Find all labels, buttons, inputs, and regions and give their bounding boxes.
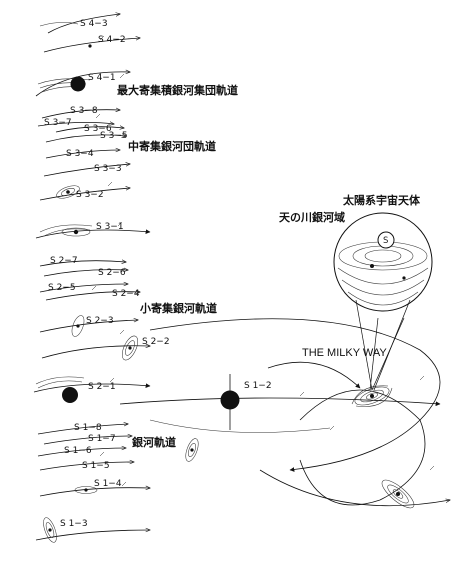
label-s3-7: S 3−7 xyxy=(44,118,72,128)
annotation-milky-way: THE MILKY WAY xyxy=(302,347,387,359)
milky-way-pointer xyxy=(267,317,405,391)
galaxy-orbit-path xyxy=(259,389,450,507)
orbit-s1-7: S 1−7 xyxy=(43,434,132,445)
label-s2-3: S 2−3 xyxy=(86,316,114,326)
small-cluster-orbit-path xyxy=(149,318,441,472)
orbit-s1-8: S 1−8 xyxy=(37,423,128,435)
label-s4-2: S 4−2 xyxy=(98,35,126,45)
label-s1-3: S 1−3 xyxy=(60,519,88,529)
orbit-s2-7: S 2−7 xyxy=(39,256,126,267)
annotation-largest-supercluster-orbit: 最大寄集積銀河集団軌道 xyxy=(117,83,238,97)
orbit-s2-3: S 2−3 xyxy=(39,315,138,337)
orbit-s4-1: S 4−1 xyxy=(35,72,130,97)
label-s3-1: S 3−1 xyxy=(96,222,124,232)
orbit-s2-1: S 2−1 xyxy=(33,376,151,403)
orbit-s2-5: S 2−5 xyxy=(39,283,128,293)
orbit-s3-7: S 3−7 xyxy=(37,118,114,128)
label-s3-3: S 3−3 xyxy=(94,164,122,174)
orbit-s2-4: S 2−4 xyxy=(45,289,140,301)
label-s2-7: S 2−7 xyxy=(50,256,78,266)
orbit-s2-6: S 2−6 xyxy=(43,268,128,278)
orbit-s3-3: S 3−3 xyxy=(43,164,130,177)
label-s4-3: S 4−3 xyxy=(80,19,108,29)
orbit-s4-2: S 4−2 xyxy=(43,35,140,53)
distant-galaxy xyxy=(381,479,415,509)
orbit-s3-5: S 3−5 xyxy=(45,131,128,143)
annotation-medium-cluster-orbit: 中寄集銀河団軌道 xyxy=(128,139,216,153)
small-galaxy xyxy=(185,438,199,462)
label-s2-5: S 2−5 xyxy=(48,283,76,293)
label-s2-6: S 2−6 xyxy=(98,268,126,278)
annotation-milky-way-region: 天の川銀河域 xyxy=(279,210,345,224)
orbit-s3-8: S 3−8 xyxy=(41,106,120,119)
label-s3-4: S 3−4 xyxy=(66,149,94,159)
cluster-core-s2-1 xyxy=(62,387,78,403)
orbit-s1-2: S 1−2 xyxy=(119,374,441,433)
label-s1-4: S 1−4 xyxy=(94,479,122,489)
orbit-s2-2: S 2−2 xyxy=(41,335,170,361)
label-s2-1: S 2−1 xyxy=(88,382,116,392)
s1-2-core xyxy=(220,390,240,410)
orbit-s1-4: S 1−4 xyxy=(39,479,150,497)
annotation-solar-system-body: 太陽系宇宙天体 xyxy=(342,193,421,207)
orbit-s1-6: S 1−6 xyxy=(37,446,126,457)
label-sun-s: S xyxy=(383,236,388,246)
orbit-s3-2: S 3−2 xyxy=(39,185,130,201)
label-s3-2: S 3−2 xyxy=(76,190,104,200)
label-s3-6: S 3−6 xyxy=(84,124,112,134)
milky-way-spiral xyxy=(351,385,393,407)
solar-system-connector xyxy=(355,299,411,391)
supercluster-core-s4-1 xyxy=(70,76,86,92)
label-s1-5: S 1−5 xyxy=(82,461,110,471)
orbit-s3-1: S 3−1 xyxy=(35,222,151,239)
label-s1-8: S 1−8 xyxy=(74,423,102,433)
label-s4-1: S 4−1 xyxy=(88,73,116,83)
solar-system-sphere: S xyxy=(333,212,433,312)
sun-body xyxy=(377,231,395,249)
orbit-s1-5: S 1−5 xyxy=(39,461,134,471)
annotation-galaxy-orbit: 銀河軌道 xyxy=(132,435,176,449)
orbit-s1-3: S 1−3 xyxy=(35,517,150,543)
label-s1-6: S 1−6 xyxy=(64,446,92,456)
annotation-small-cluster-orbit: 小寄集銀河軌道 xyxy=(139,301,217,315)
label-s2-2: S 2−2 xyxy=(142,337,170,347)
orbit-s4-3: S 4−3 xyxy=(39,14,120,34)
label-s3-5: S 3−5 xyxy=(100,131,128,141)
orbit-s3-6: S 3−6 xyxy=(55,124,124,134)
label-s2-4: S 2−4 xyxy=(112,289,140,299)
label-s3-8: S 3−8 xyxy=(70,106,98,116)
orbit-s3-4: S 3−4 xyxy=(45,149,120,159)
dust-marks xyxy=(91,35,435,487)
label-s1-2: S 1−2 xyxy=(244,381,272,391)
label-s1-7: S 1−7 xyxy=(88,434,116,444)
